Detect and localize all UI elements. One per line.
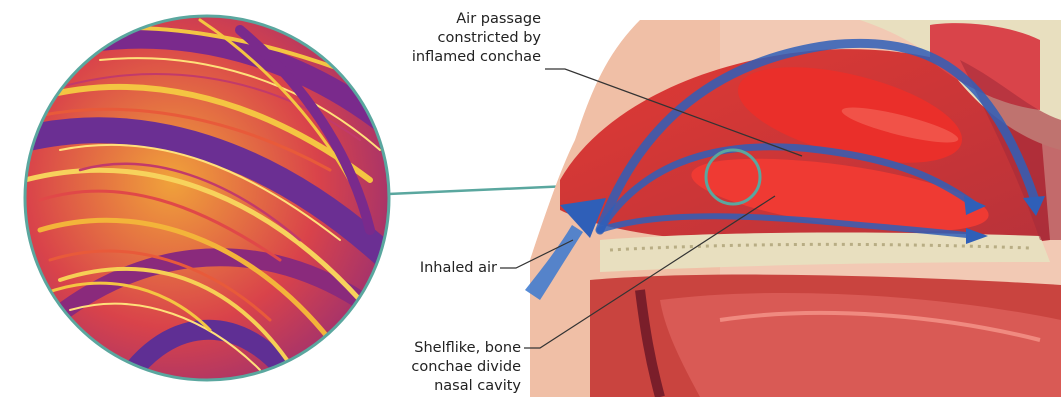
label-air-passage-line2: constricted by — [412, 29, 541, 48]
label-inhaled-air-text: Inhaled air — [420, 259, 497, 278]
label-conchae-line2: conchae divide — [411, 358, 521, 377]
label-conchae-line1: Shelflike, bone — [411, 339, 521, 358]
label-conchae-line3: nasal cavity — [411, 377, 521, 396]
label-inhaled-air: Inhaled air — [420, 259, 497, 278]
label-air-passage-line3: inflamed conchae — [412, 48, 541, 67]
label-air-passage-line1: Air passage — [412, 10, 541, 29]
label-air-passage: Air passage constricted by inflamed conc… — [412, 10, 541, 67]
label-conchae: Shelflike, bone conchae divide nasal cav… — [411, 339, 521, 396]
magnified-tissue-circle — [20, 10, 400, 390]
